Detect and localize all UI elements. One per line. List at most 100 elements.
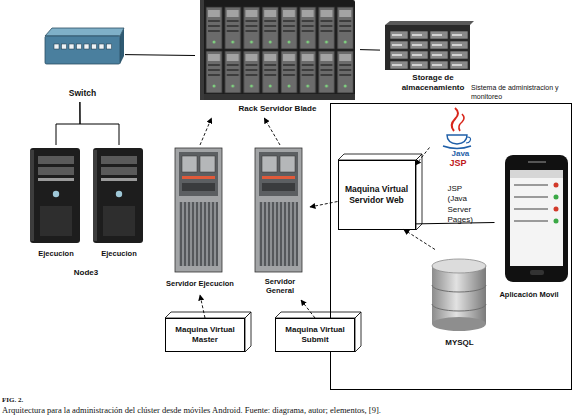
phone-body	[505, 155, 568, 282]
vm-box: Maquina Virtual Servidor Web	[338, 160, 416, 230]
status-dot	[554, 195, 559, 200]
server-node: Servidor General	[250, 145, 310, 300]
node-label: Sistema de administracion y monitoreo	[471, 84, 573, 101]
box-side	[245, 312, 251, 352]
pc-body	[30, 148, 80, 243]
link-line	[125, 54, 195, 56]
node-label: MYSQL	[425, 338, 495, 348]
node-label: JSP	[450, 158, 480, 169]
switch-port	[69, 44, 74, 49]
link-line	[416, 223, 495, 224]
cylinder-band	[432, 285, 486, 292]
pc-power	[53, 191, 59, 197]
rack-side	[200, 0, 204, 100]
switch-port	[84, 44, 89, 49]
status-dot	[554, 183, 559, 188]
switch-body	[45, 36, 120, 64]
screen-row	[514, 208, 548, 210]
switch-port	[99, 44, 104, 49]
storage-icon	[385, 21, 474, 70]
node-label: Switch	[40, 88, 125, 98]
pc-bay	[38, 167, 74, 175]
vm-box-depth	[165, 154, 422, 352]
switch-node: Switch	[40, 28, 125, 102]
node-label: Aplicación Movil	[487, 290, 572, 299]
dashed-connector	[404, 230, 435, 250]
node-label: Maquina Virtual Submit	[278, 325, 352, 344]
server-drive	[182, 156, 197, 172]
dashed-connector	[264, 118, 280, 145]
storage-node: Storage de almacenamiento	[380, 22, 480, 96]
saucer	[443, 146, 471, 149]
storage-top	[385, 21, 474, 25]
server-light	[182, 176, 215, 179]
switch-port	[62, 44, 67, 49]
pc-slot	[38, 178, 74, 181]
steam	[452, 108, 458, 131]
server-vent	[179, 202, 218, 266]
phone-node: Aplicación Movil	[495, 150, 572, 302]
link-line	[80, 102, 119, 145]
cylinder-top	[432, 259, 486, 273]
box-side	[416, 154, 422, 230]
pc-node: Ejecucion	[25, 145, 87, 262]
server-node: Servidor Ejecucion	[155, 145, 245, 295]
blade-server-icon	[255, 148, 302, 272]
system-frame: Sistema de administracion y monitoreoMaq…	[330, 103, 572, 390]
status-dot	[554, 207, 559, 212]
storage-bays	[389, 30, 469, 70]
node-label: Servidor General	[250, 277, 310, 295]
screen-row	[514, 184, 548, 186]
status-dot	[554, 219, 559, 224]
screen-row	[514, 196, 548, 198]
dashed-connector	[310, 202, 338, 208]
dashed-connector	[200, 118, 212, 145]
java-logo	[443, 108, 471, 149]
cup-handle	[466, 137, 471, 143]
phone-speaker	[528, 161, 546, 163]
phone-icon	[505, 155, 568, 282]
rack-blades	[205, 6, 355, 94]
node-label: Maquina Virtual Servidor Web	[341, 184, 413, 204]
switch-top	[45, 28, 124, 36]
pc-grill	[40, 206, 72, 236]
node-label: JSP (Java Server Pages)	[448, 184, 478, 226]
link-line	[56, 102, 80, 145]
blade-server-icon	[175, 148, 222, 272]
figure-caption: Arquitectura para la administración del …	[2, 405, 574, 415]
server-body	[175, 148, 222, 272]
database-node: MYSQL	[425, 250, 495, 350]
switch-icon	[45, 28, 124, 64]
node-label: Ejecucion	[88, 249, 150, 258]
box-side	[355, 312, 361, 352]
screen-row	[514, 220, 548, 222]
cylinder-bottom	[432, 317, 486, 331]
rack-node: Rack Servidor Blade	[195, 0, 360, 118]
switch-side	[120, 28, 124, 64]
phone-bar	[510, 170, 563, 178]
switch-port	[92, 44, 97, 49]
dashed-connector	[200, 295, 205, 318]
vm-box: Maquina Virtual Master	[165, 318, 245, 352]
pc-icon	[30, 148, 80, 243]
group-label: Node3	[60, 268, 112, 277]
link-line	[360, 49, 380, 51]
server-slot	[182, 183, 215, 191]
switch-port	[54, 44, 59, 49]
node-label: Ejecucion	[25, 249, 87, 258]
pc-icon	[93, 148, 143, 243]
pc-edge	[30, 150, 34, 241]
node-label: Servidor Ejecucion	[155, 279, 245, 288]
server-drive	[200, 156, 215, 172]
rack-base	[200, 94, 355, 100]
node-label: Java	[452, 149, 482, 159]
figure-number: FIG. 2.	[2, 396, 82, 404]
pc-bay	[38, 156, 74, 164]
pc-node: Ejecucion	[88, 145, 150, 262]
rack-icon	[200, 0, 355, 100]
switch-port	[77, 44, 82, 49]
cup	[447, 135, 467, 144]
